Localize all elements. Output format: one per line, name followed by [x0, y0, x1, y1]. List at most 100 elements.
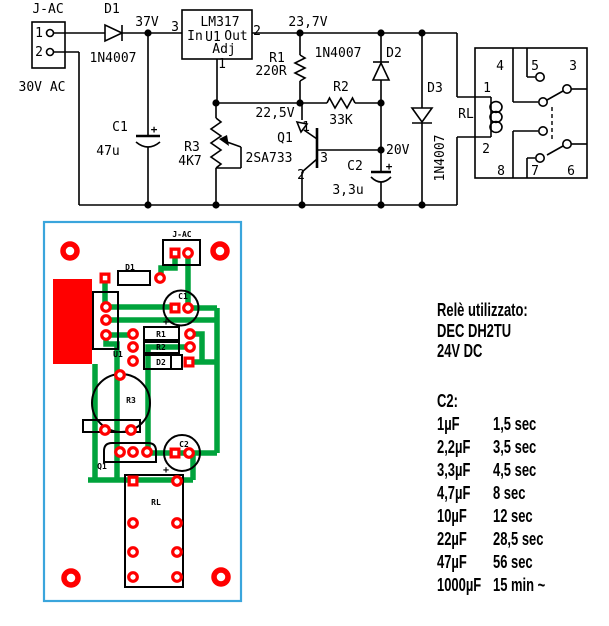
- diode-d3: D3 1N4007: [410, 81, 448, 182]
- pcb-label-rl: RL: [151, 498, 161, 507]
- pcb-label-d1: D1: [125, 263, 135, 272]
- row-capacitance: 22µF: [437, 529, 467, 549]
- r2-value: 33K: [329, 113, 353, 128]
- row-capacitance: 10µF: [437, 506, 467, 526]
- junction-dots: [144, 29, 426, 209]
- node-37v: 37V: [135, 15, 159, 30]
- row-capacitance: 1µF: [437, 414, 460, 434]
- lm317-pin1: 1: [218, 57, 226, 72]
- lm317-in: In: [187, 29, 203, 44]
- c2-table-title: C2:: [437, 391, 458, 411]
- r3-value: 4K7: [178, 154, 201, 169]
- relay-pin5: 5: [531, 59, 539, 74]
- resistor-r1: R1 220R: [255, 51, 307, 82]
- row-capacitance: 47µF: [437, 552, 467, 572]
- diode-d1: D1 1N4007: [90, 2, 137, 66]
- pcb-silkscreen: [82, 239, 201, 588]
- pcb-layout: J-AC D1 C1 + U1 R1 R2 D2 R3 Q1 C2 + RL: [42, 220, 243, 603]
- relay-pin2: 2: [482, 142, 490, 157]
- connector-pin1: 1: [35, 26, 43, 41]
- d1-name: D1: [104, 2, 120, 17]
- lm317-part: LM317: [200, 15, 239, 30]
- relay-pin1: 1: [483, 81, 491, 96]
- node-20v: 20V: [386, 143, 410, 158]
- q1-name: Q1: [277, 131, 293, 146]
- pcb-labels: J-AC D1 C1 + U1 R1 R2 D2 R3 Q1 C2 + RL: [97, 230, 192, 507]
- connector-caption: 30V AC: [19, 80, 66, 95]
- row-capacitance: 2,2µF: [437, 437, 471, 457]
- capacitor-c1: C1 47u +: [96, 120, 161, 159]
- c2-value: 3,3u: [332, 183, 363, 198]
- d3-name: D3: [427, 81, 443, 96]
- pcb-board-outline: [42, 220, 243, 603]
- lm317-pin3: 3: [171, 20, 179, 35]
- ac-connector: J-AC 1 2 30V AC: [19, 2, 66, 95]
- lm317-ref: U1: [205, 30, 221, 45]
- pcb-label-c1: C1: [178, 292, 188, 301]
- pcb-label-u1: U1: [113, 350, 123, 359]
- relay-pin4: 4: [496, 59, 504, 74]
- row-time: 15 min ~: [493, 575, 546, 595]
- pcb-pads: [99, 247, 196, 583]
- lm317-adj: Adj: [212, 42, 235, 57]
- d2-part: 1N4007: [315, 46, 362, 61]
- c1-name: C1: [112, 120, 128, 135]
- lm317-out: Out: [224, 29, 247, 44]
- row-time: 3,5 sec: [493, 437, 537, 457]
- node-237v: 23,7V: [288, 15, 327, 30]
- pcb-label-d2: D2: [156, 358, 166, 367]
- c2-name: C2: [347, 159, 363, 174]
- regulator-lm317: LM317 In U1 Out Adj 3 2 1: [171, 9, 261, 72]
- row-time: 28,5 sec: [493, 529, 544, 549]
- pcb-heatsink-area: [53, 279, 92, 364]
- q1-part: 2SA733: [246, 151, 293, 166]
- connector-pin2: 2: [35, 45, 43, 60]
- row-time: 4,5 sec: [493, 460, 537, 480]
- resistor-r2: R2 33K: [326, 80, 356, 128]
- pcb-label-r1: R1: [156, 330, 166, 339]
- pcb-label-r3: R3: [126, 396, 136, 405]
- trimmer-r3: R3 4K7: [178, 117, 242, 169]
- capacitor-c2: C2 3,3u +: [332, 159, 392, 198]
- row-time: 12 sec: [493, 506, 533, 526]
- transistor-q1: Q1 2SA733 1 2 3: [246, 120, 328, 183]
- row-time: 56 sec: [493, 552, 533, 572]
- d1-part: 1N4007: [90, 51, 137, 66]
- row-time: 8 sec: [493, 483, 526, 503]
- relay-pin6: 6: [567, 164, 575, 179]
- row-capacitance: 1000µF: [437, 575, 482, 595]
- d3-part: 1N4007: [433, 135, 448, 182]
- row-capacitance: 3,3µF: [437, 460, 471, 480]
- lm317-pin2: 2: [253, 24, 261, 39]
- r2-name: R2: [333, 80, 349, 95]
- relay-pin7: 7: [531, 164, 539, 179]
- relay-model: DEC DH2TU: [437, 321, 512, 341]
- node-225v: 22,5V: [255, 106, 294, 121]
- relay-voltage: 24V DC: [437, 341, 483, 361]
- pcb-label-jac: J-AC: [172, 230, 191, 239]
- r1-name: R1: [269, 51, 285, 66]
- relay-symbol: RL 4 5 3 1 2 8 7 6: [458, 47, 588, 179]
- q1-pin2: 2: [297, 168, 305, 183]
- c2-plus: +: [386, 160, 393, 173]
- d2-name: D2: [386, 46, 402, 61]
- connector-title: J-AC: [32, 2, 63, 17]
- pcb-label-c2: C2: [179, 440, 189, 449]
- diode-d2: 1N4007 D2: [315, 46, 402, 81]
- r1-value: 220R: [255, 64, 286, 79]
- relay-ref: RL: [458, 107, 474, 122]
- r3-name: R3: [184, 140, 200, 155]
- pcb-label-r2: R2: [156, 343, 166, 352]
- pcb-label-c2-plus: +: [163, 465, 169, 476]
- row-time: 1,5 sec: [493, 414, 537, 434]
- relay-title: Relè utilizzato:: [437, 300, 528, 320]
- pcb-mounting-holes: [60, 241, 231, 588]
- schematic: J-AC 1 2 30V AC D1 1N4007 37V LM317 In U…: [19, 2, 588, 209]
- relay-pin8: 8: [497, 164, 505, 179]
- c1-value: 47u: [96, 144, 119, 159]
- relay-pin3: 3: [569, 59, 577, 74]
- pcb-label-q1: Q1: [97, 462, 107, 471]
- notes-panel: Relè utilizzato: DEC DH2TU 24V DC C2: 1µ…: [437, 0, 609, 626]
- wires: [54, 32, 491, 206]
